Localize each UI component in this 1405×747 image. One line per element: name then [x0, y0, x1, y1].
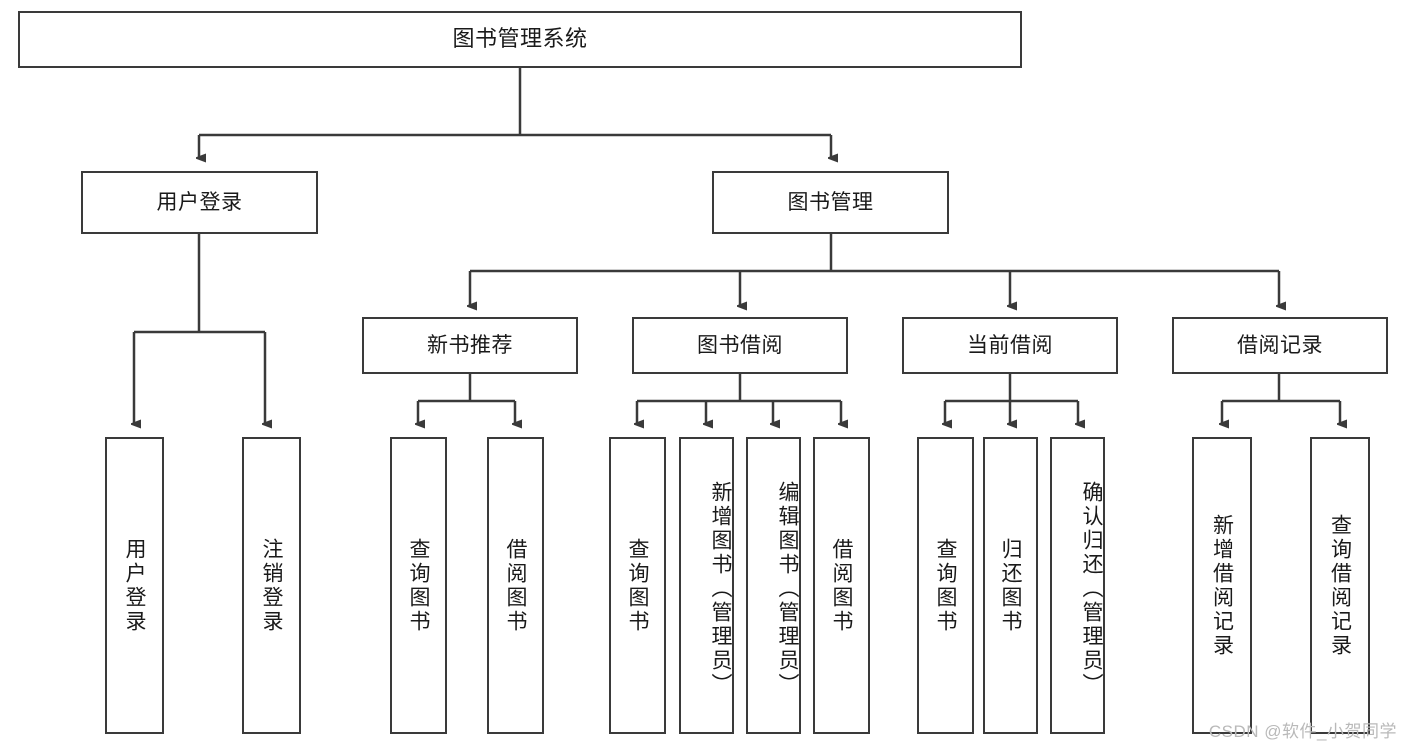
leaf-borrow-query-book[interactable]: 查询图书: [609, 437, 666, 734]
leaf-user-login[interactable]: 用户登录: [105, 437, 164, 734]
leaf-recommend-query-book[interactable]: 查询图书: [390, 437, 447, 734]
node-book-management[interactable]: 图书管理: [712, 171, 949, 234]
leaf-current-confirm-return-admin[interactable]: 确认归还（管理员）: [1050, 437, 1105, 734]
watermark-text: CSDN @软件_小贺同学: [1208, 722, 1397, 741]
leaf-borrow-add-book-admin[interactable]: 新增图书（管理员）: [679, 437, 734, 734]
leaf-record-add-borrow-record[interactable]: 新增借阅记录: [1192, 437, 1252, 734]
leaf-record-query-borrow-record[interactable]: 查询借阅记录: [1310, 437, 1370, 734]
node-current-borrow[interactable]: 当前借阅: [902, 317, 1118, 374]
node-new-book-recommend[interactable]: 新书推荐: [362, 317, 578, 374]
leaf-recommend-borrow-book[interactable]: 借阅图书: [487, 437, 544, 734]
leaf-current-return-book[interactable]: 归还图书: [983, 437, 1038, 734]
node-root[interactable]: 图书管理系统: [18, 11, 1022, 68]
leaf-current-query-book[interactable]: 查询图书: [917, 437, 974, 734]
leaf-borrow-edit-book-admin[interactable]: 编辑图书（管理员）: [746, 437, 801, 734]
leaf-borrow-borrow-book[interactable]: 借阅图书: [813, 437, 870, 734]
node-book-borrow[interactable]: 图书借阅: [632, 317, 848, 374]
node-user-login[interactable]: 用户登录: [81, 171, 318, 234]
node-borrow-record[interactable]: 借阅记录: [1172, 317, 1388, 374]
leaf-user-logout[interactable]: 注销登录: [242, 437, 301, 734]
